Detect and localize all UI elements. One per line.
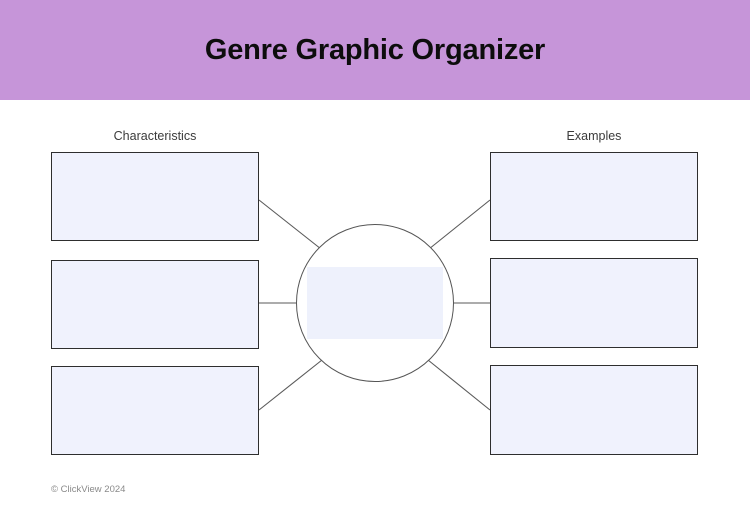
column-heading-characteristics: Characteristics	[113, 129, 197, 143]
example-box-3-text[interactable]	[491, 366, 697, 380]
example-box-2[interactable]	[490, 258, 698, 348]
center-genre-input[interactable]	[307, 267, 443, 339]
example-box-3[interactable]	[490, 365, 698, 455]
characteristic-box-1[interactable]	[51, 152, 259, 241]
page-title: Genre Graphic Organizer	[204, 33, 546, 66]
center-genre-text[interactable]	[307, 267, 443, 279]
characteristic-box-2[interactable]	[51, 260, 259, 349]
characteristic-box-2-text[interactable]	[52, 261, 258, 275]
characteristic-box-1-text[interactable]	[52, 153, 258, 167]
example-box-2-text[interactable]	[491, 259, 697, 273]
characteristic-box-3-text[interactable]	[52, 367, 258, 381]
example-box-1-text[interactable]	[491, 153, 697, 167]
connector-characteristic-3	[258, 359, 323, 411]
column-heading-examples: Examples	[566, 129, 622, 143]
example-box-1[interactable]	[490, 152, 698, 241]
header-band: Genre Graphic Organizer	[0, 0, 750, 100]
connector-characteristic-1	[258, 199, 322, 250]
footer-credit: © ClickView 2024	[51, 484, 126, 495]
connector-example-1	[428, 199, 491, 250]
characteristic-box-3[interactable]	[51, 366, 259, 455]
connector-example-3	[427, 359, 491, 411]
